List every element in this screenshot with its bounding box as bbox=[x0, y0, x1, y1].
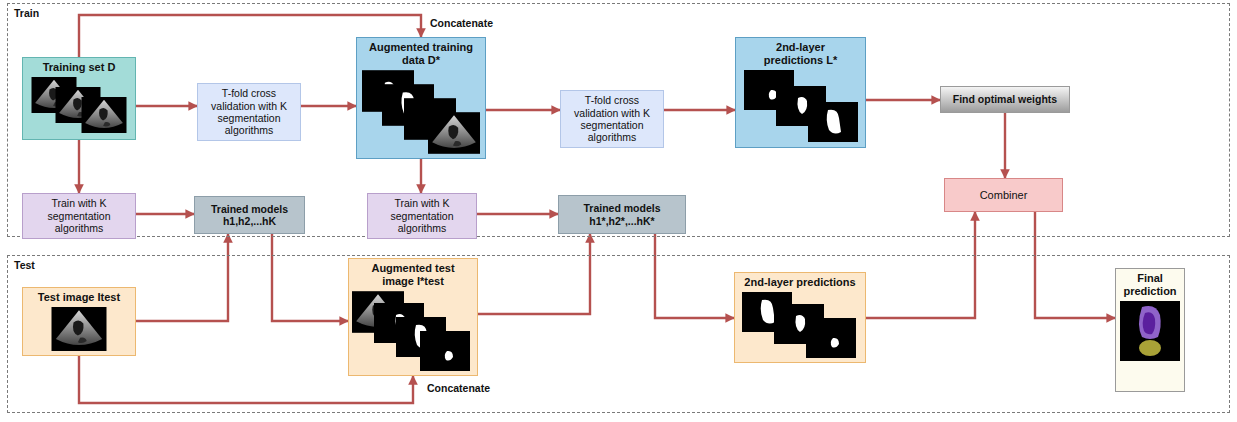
process-box: T-fold cross validation with K segmentat… bbox=[197, 83, 301, 141]
mask-thumbnails bbox=[740, 292, 860, 358]
process-box: Train with K segmentation algorithms bbox=[22, 193, 136, 239]
node-label: Combiner bbox=[945, 189, 1062, 202]
data-box: Test image Itest bbox=[22, 287, 136, 356]
panel-title: Test bbox=[8, 256, 1229, 274]
connector-arrow bbox=[1004, 113, 1006, 178]
model-box: Trained models h1*,h2*,...hK* bbox=[558, 195, 686, 234]
ultrasound-thumbnails bbox=[29, 77, 129, 133]
connector-arrow bbox=[477, 213, 558, 215]
node-label: Train with K segmentation algorithms bbox=[368, 197, 476, 234]
connector-arrow bbox=[136, 234, 228, 321]
augmented-thumbnails bbox=[352, 291, 474, 371]
ultrasound-thumbnail bbox=[49, 307, 109, 351]
data-box: 2nd-layer predictions L* bbox=[735, 37, 866, 148]
node-label: T-fold cross validation with K segmentat… bbox=[561, 94, 663, 144]
connector-arrow bbox=[272, 234, 348, 321]
data-box: Training set D bbox=[22, 57, 136, 140]
data-box: 2nd-layer predictions bbox=[734, 272, 866, 363]
connector-arrow bbox=[664, 109, 735, 111]
connector-arrow bbox=[866, 212, 975, 318]
connector-arrow bbox=[1035, 212, 1115, 318]
node-label: Find optimal weights bbox=[941, 93, 1069, 105]
connector-arrow bbox=[136, 213, 194, 215]
panel-title: Train bbox=[8, 4, 1229, 22]
node-label: Augmented training data D* bbox=[357, 38, 485, 67]
combiner-box: Combiner bbox=[944, 178, 1063, 212]
node-label: Trained models h1,h2,...hK bbox=[195, 203, 304, 228]
process-box: Find optimal weights bbox=[940, 86, 1070, 113]
node-label: 2nd-layer predictions bbox=[735, 273, 865, 289]
mask-thumbnails bbox=[740, 70, 862, 142]
data-box: Augmented training data D* bbox=[356, 37, 486, 159]
edge-label: Concatenate bbox=[428, 17, 495, 29]
connector-arrow bbox=[301, 105, 356, 107]
connector-arrow bbox=[866, 99, 940, 101]
node-label: Trained models h1*,h2*,...hK* bbox=[559, 202, 685, 227]
model-box: Trained models h1,h2,...hK bbox=[194, 196, 305, 234]
connector-arrow bbox=[478, 234, 590, 314]
connector-arrow bbox=[655, 234, 734, 318]
process-box: T-fold cross validation with K segmentat… bbox=[560, 90, 664, 148]
connector-arrow bbox=[136, 105, 197, 107]
node-label: Final prediction bbox=[1116, 269, 1184, 298]
node-label: Augmented test image I*test bbox=[363, 259, 463, 288]
node-label: T-fold cross validation with K segmentat… bbox=[198, 87, 300, 137]
node-label: Training set D bbox=[23, 58, 135, 74]
node-label: 2nd-layer predictions L* bbox=[753, 38, 849, 67]
edge-label: Concatenate bbox=[425, 382, 492, 394]
augmented-thumbnails bbox=[360, 70, 482, 154]
process-box: Train with K segmentation algorithms bbox=[367, 193, 477, 239]
data-box: Augmented test image I*test bbox=[348, 258, 478, 376]
connector-arrow bbox=[78, 140, 80, 193]
test-panel: Test Test image Itest Augmented test ima… bbox=[7, 255, 1230, 413]
connector-arrow bbox=[486, 109, 560, 111]
result-box: Final prediction bbox=[1115, 268, 1185, 392]
train-panel: Train Training set D T-fold cross validat… bbox=[7, 3, 1230, 237]
connector-arrow bbox=[420, 159, 422, 193]
node-label: Test image Itest bbox=[23, 288, 135, 304]
node-label: Train with K segmentation algorithms bbox=[23, 197, 135, 234]
segmentation-result bbox=[1120, 301, 1180, 361]
